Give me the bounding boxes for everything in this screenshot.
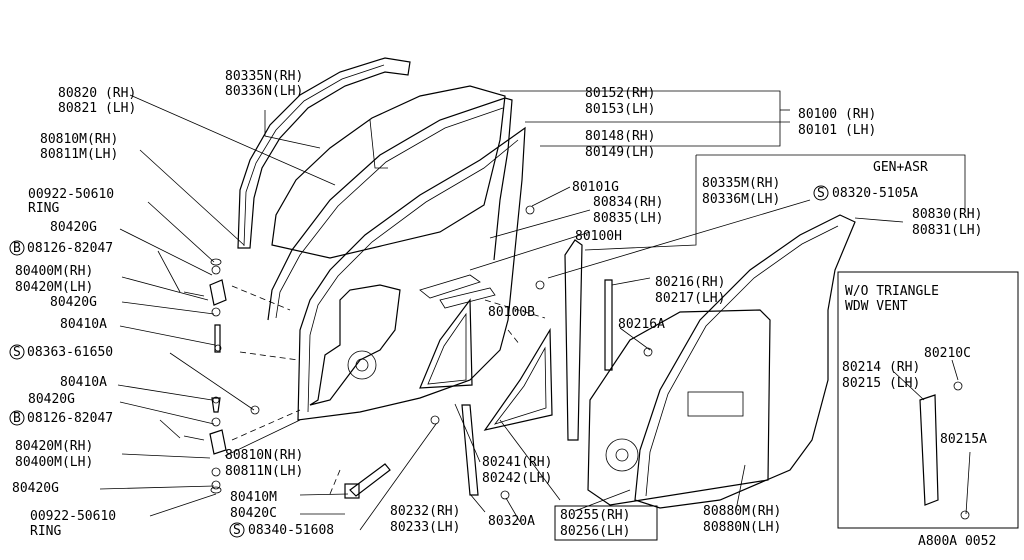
door-hinge-lower <box>183 397 227 490</box>
label-wdw-vent: WDW VENT <box>845 299 908 314</box>
label-80148: 80148(RH) <box>585 129 655 144</box>
label-80214: 80214 (RH) <box>842 360 920 375</box>
door-vent-frame <box>419 298 553 431</box>
label-80216a: 80216A <box>618 317 665 332</box>
bolt-marker-icon: B <box>9 410 25 426</box>
label-screw-08363: 08363-61650 <box>27 345 113 360</box>
label-00922-bot: 00922-50610 <box>30 509 116 524</box>
label-screw-08340: 08340-51608 <box>248 523 334 538</box>
label-screw-08320: 08320-5105A <box>832 186 918 201</box>
label-80420g-4: 80420G <box>12 481 59 496</box>
label-80153: 80153(LH) <box>585 102 655 117</box>
label-80810n: 80810N(RH) <box>225 448 303 463</box>
label-ring-top: RING <box>28 201 59 216</box>
label-80241: 80241(RH) <box>482 455 552 470</box>
label-80215: 80215 (LH) <box>842 376 920 391</box>
label-80215a: 80215A <box>940 432 987 447</box>
label-80216: 80216(RH) <box>655 275 725 290</box>
label-80831: 80831(LH) <box>912 223 982 238</box>
screw-marker-icon: S <box>813 185 829 201</box>
screw-marker-icon: S <box>229 522 245 538</box>
label-80834: 80834(RH) <box>593 195 663 210</box>
door-ring-seal <box>210 258 222 494</box>
label-80830: 80830(RH) <box>912 207 982 222</box>
door-weatherstrip <box>634 214 856 509</box>
vent-division-bar <box>604 279 613 371</box>
bolt-marker-text: B <box>13 411 21 426</box>
label-80210c: 80210C <box>924 346 971 361</box>
label-80335n: 80335N(RH) <box>225 69 303 84</box>
label-ring-bot: RING <box>30 524 61 539</box>
label-bolt-08126-top: 08126-82047 <box>27 241 113 256</box>
door-check-link <box>344 463 391 499</box>
label-00922-top: 00922-50610 <box>28 187 114 202</box>
door-sash-outer <box>267 97 513 321</box>
label-80149: 80149(LH) <box>585 145 655 160</box>
label-80400m: 80400M(RH) <box>15 264 93 279</box>
label-80335m: 80335M(RH) <box>702 176 780 191</box>
label-wo-triangle: W/O TRIANGLE <box>845 284 939 299</box>
label-80420g-2: 80420G <box>50 295 97 310</box>
leader-lines <box>99 90 971 531</box>
label-80242: 80242(LH) <box>482 471 552 486</box>
label-80420m-lh: 80420M(LH) <box>15 280 93 295</box>
inset-vent-channel <box>919 394 939 506</box>
alignment-dashed-lines <box>231 285 546 495</box>
screw-marker-text: S <box>817 186 825 201</box>
label-80320a: 80320A <box>488 514 535 529</box>
callout-labels: 80820 (RH) 80821 (LH) 80335N(RH) 80336N(… <box>12 69 996 549</box>
label-80100b: 80100B <box>488 305 535 320</box>
screw-marker-text: S <box>13 345 21 360</box>
screw-marker-text: S <box>233 523 241 538</box>
diagram-code: A800A 0052 <box>918 534 996 549</box>
label-80420m-rh: 80420M(RH) <box>15 439 93 454</box>
label-80232: 80232(RH) <box>390 504 460 519</box>
part-80255-label-frame <box>554 505 658 541</box>
label-80880n: 80880N(LH) <box>703 520 781 535</box>
label-80400m-lh: 80400M(LH) <box>15 455 93 470</box>
label-80410a-2: 80410A <box>60 375 107 390</box>
label-80100h: 80100H <box>575 229 622 244</box>
label-80256: 80256(LH) <box>560 524 630 539</box>
label-80101: 80101 (LH) <box>798 123 876 138</box>
label-80101g: 80101G <box>572 180 619 195</box>
label-80152: 80152(RH) <box>585 86 655 101</box>
label-80255: 80255(RH) <box>560 508 630 523</box>
label-80821: 80821 (LH) <box>58 101 136 116</box>
bolt-marker-text: B <box>13 241 21 256</box>
label-80880m: 80880M(RH) <box>703 504 781 519</box>
door-sash-center-channel <box>461 239 583 496</box>
label-80820: 80820 (RH) <box>58 86 136 101</box>
label-80410m: 80410M <box>230 490 277 505</box>
door-window-glass <box>271 85 506 259</box>
fastener-screws <box>212 205 970 520</box>
label-80811m: 80811M(LH) <box>40 147 118 162</box>
label-80810m: 80810M(RH) <box>40 132 118 147</box>
label-80811n: 80811N(LH) <box>225 464 303 479</box>
door-glass-run-channel <box>237 57 411 249</box>
door-trim-panel <box>587 309 771 506</box>
bolt-marker-icon: B <box>9 240 25 256</box>
screw-marker-icon: S <box>9 344 25 360</box>
door-hinge-upper <box>183 265 227 353</box>
label-80420g-3: 80420G <box>28 392 75 407</box>
label-80410a-1: 80410A <box>60 317 107 332</box>
door-inner-panel <box>297 126 526 421</box>
label-bolt-08126-bot: 08126-82047 <box>27 411 113 426</box>
label-80233: 80233(LH) <box>390 520 460 535</box>
label-80336n: 80336N(LH) <box>225 84 303 99</box>
label-80835: 80835(LH) <box>593 211 663 226</box>
label-gen-asr: GEN+ASR <box>873 160 928 175</box>
without-triangle-vent-inset-frame <box>837 271 1019 529</box>
label-80420g-1: 80420G <box>50 220 97 235</box>
label-80420c: 80420C <box>230 506 277 521</box>
label-80217: 80217(LH) <box>655 291 725 306</box>
label-80336m: 80336M(LH) <box>702 192 780 207</box>
label-80100: 80100 (RH) <box>798 107 876 122</box>
